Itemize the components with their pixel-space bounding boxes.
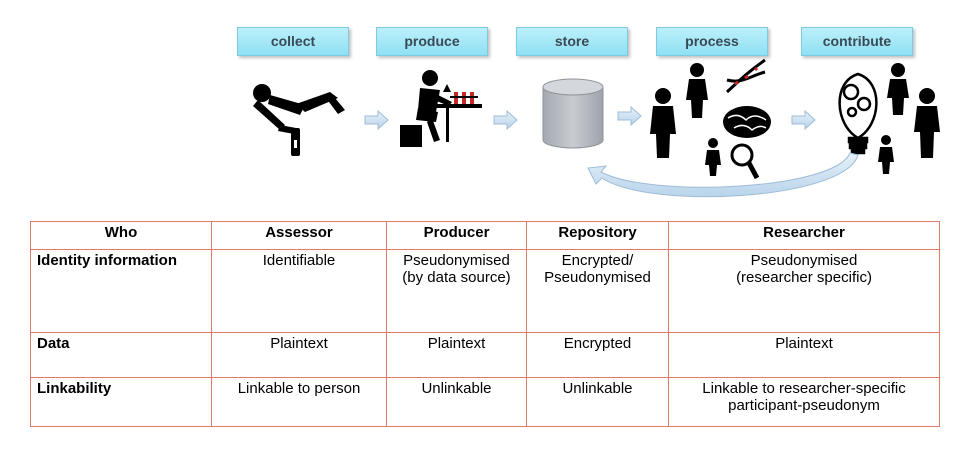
row-label-linkability: Linkability xyxy=(30,377,212,427)
cell: Unlinkable xyxy=(386,377,527,427)
flow-arrow xyxy=(493,109,518,131)
cell: Pseudonymised (researcher specific) xyxy=(668,249,940,333)
cell: Linkable to person xyxy=(211,377,387,427)
flow-arrow xyxy=(364,109,389,131)
row-label-data: Data xyxy=(30,332,212,378)
magnifier-icon xyxy=(730,143,760,180)
cell: Encrypted/ Pseudonymised xyxy=(526,249,669,333)
row-label-identity: Identity information xyxy=(30,249,212,333)
assessment-person-icon xyxy=(253,84,345,156)
lightbulb-gears-icon xyxy=(838,72,878,155)
cell: Encrypted xyxy=(526,332,669,378)
stage-label-process: process xyxy=(656,27,768,56)
repository-database-icon xyxy=(542,78,604,149)
table-row: Identity information Identifiable Pseudo… xyxy=(30,249,940,333)
cell: Linkable to researcher-specific particip… xyxy=(668,377,940,427)
table-header-row: Who Assessor Producer Repository Researc… xyxy=(30,221,940,250)
flow-arrow xyxy=(791,109,816,131)
stage-label-store: store xyxy=(516,27,628,56)
header-who: Who xyxy=(30,221,212,250)
cell: Plaintext xyxy=(668,332,940,378)
cell: Identifiable xyxy=(211,249,387,333)
flow-arrow xyxy=(617,105,642,127)
researcher-people-icon xyxy=(650,63,721,176)
stage-label-contribute: contribute xyxy=(801,27,913,56)
brain-icon xyxy=(723,106,771,138)
header-assessor: Assessor xyxy=(211,221,387,250)
return-curved-arrow xyxy=(587,152,859,198)
header-producer: Producer xyxy=(386,221,527,250)
cell: Plaintext xyxy=(211,332,387,378)
cell: Unlinkable xyxy=(526,377,669,427)
dna-icon xyxy=(725,58,766,94)
table-row: Linkability Linkable to person Unlinkabl… xyxy=(30,377,940,427)
header-repository: Repository xyxy=(526,221,669,250)
header-researcher: Researcher xyxy=(668,221,940,250)
stage-label-produce: produce xyxy=(376,27,488,56)
cell: Pseudonymised (by data source) xyxy=(386,249,527,333)
contributor-people-icon xyxy=(878,63,940,174)
lab-worker-icon xyxy=(400,70,482,147)
table-row: Data Plaintext Plaintext Encrypted Plain… xyxy=(30,332,940,378)
role-comparison-table: Who Assessor Producer Repository Researc… xyxy=(30,221,940,427)
data-flow-diagram xyxy=(253,58,940,198)
cell: Plaintext xyxy=(386,332,527,378)
stage-label-collect: collect xyxy=(237,27,349,56)
